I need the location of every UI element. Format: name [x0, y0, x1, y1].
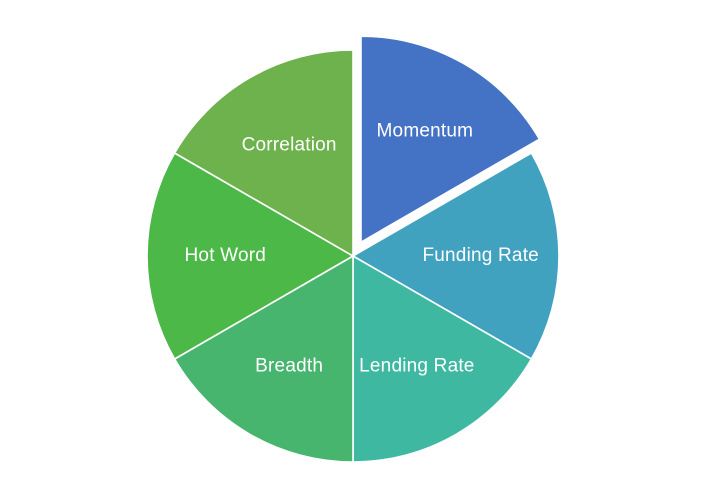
pie-slice-hot-word[interactable] [146, 152, 354, 360]
pie-slice-correlation[interactable] [173, 49, 354, 257]
pie-slice-label-lending-rate: Lending Rate [359, 356, 474, 377]
pie-slice-label-momentum: Momentum [377, 121, 474, 142]
pie-slice-lending-rate[interactable] [352, 255, 533, 463]
pie-slice-label-correlation: Correlation [242, 134, 337, 155]
pie-slice-label-breadth: Breadth [255, 356, 323, 377]
pie-slice-label-hot-word: Hot Word [185, 245, 267, 266]
pie-slice-label-funding-rate: Funding Rate [422, 245, 538, 266]
pie-slice-breadth[interactable] [173, 255, 354, 463]
pie-slice-momentum[interactable] [360, 35, 541, 243]
pie-slice-funding-rate[interactable] [352, 152, 560, 360]
pie-slices-group [146, 35, 560, 463]
